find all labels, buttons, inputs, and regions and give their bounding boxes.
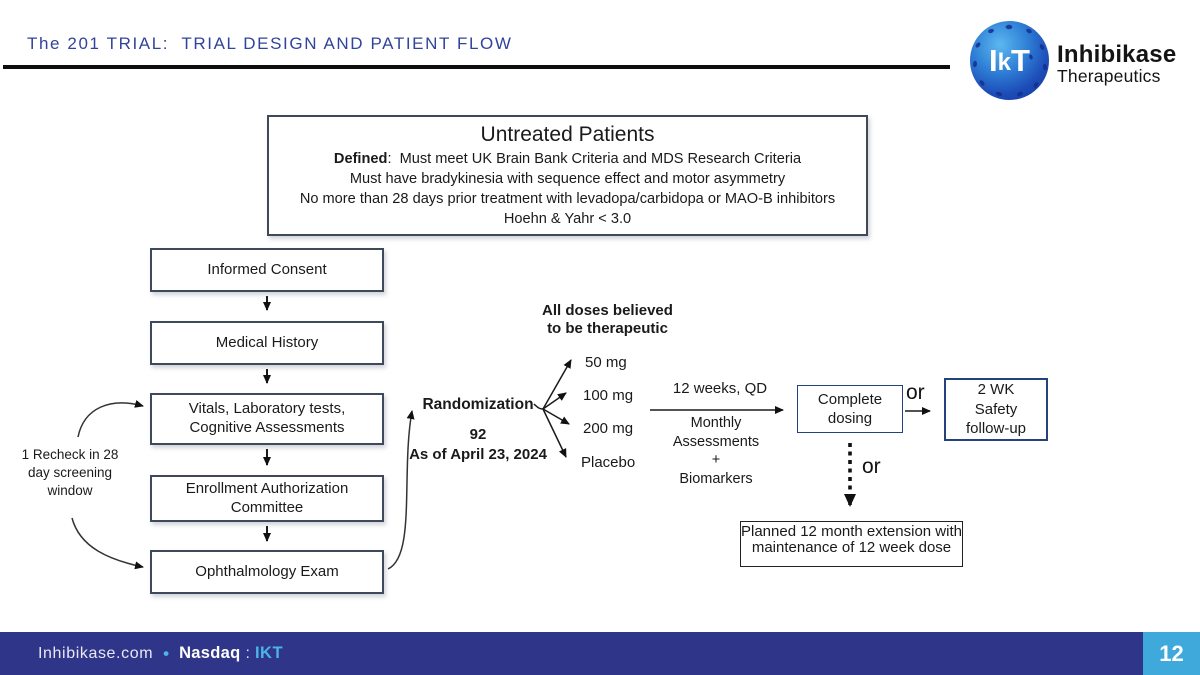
safety-line1: 2 WK xyxy=(977,381,1015,399)
randomization-block: Randomization 92 As of April 23, 2024 xyxy=(398,396,558,463)
monitoring-line1: Monthly Assessments xyxy=(672,415,760,450)
footer-bar: Inhibikase.com • Nasdaq : IKT xyxy=(0,632,1200,675)
logo-letter-k: k xyxy=(997,48,1012,76)
footer-colon: : xyxy=(245,644,250,662)
title-divider xyxy=(3,65,950,69)
company-logo-icon xyxy=(968,19,1051,102)
untreated-line4: Hoehn & Yahr < 3.0 xyxy=(503,210,632,227)
safety-followup-box: 2 WK Safety follow-up xyxy=(944,378,1048,441)
randomization-label: Randomization xyxy=(422,396,534,413)
dose-200mg: 200 mg xyxy=(583,420,634,437)
complete-dosing-box: Complete dosing xyxy=(797,385,903,433)
page-number: 12 xyxy=(1159,640,1184,666)
recheck-note: 1 Recheck in 28 day screening window xyxy=(21,447,119,498)
monitoring-line3: Biomarkers xyxy=(679,470,753,487)
untreated-title: Untreated Patients xyxy=(480,123,655,146)
randomization-count: 92 xyxy=(469,426,487,443)
doses-note-line2: to be therapeutic xyxy=(547,320,668,338)
step-box-enrollment-committee: Enrollment Authorization Committee xyxy=(150,475,384,522)
logo-letter-t: T xyxy=(1011,42,1030,78)
defined-text: : Must meet UK Brain Bank Criteria and M… xyxy=(387,151,802,167)
dose-50mg: 50 mg xyxy=(585,354,627,371)
safety-line2: Safety xyxy=(974,400,1018,418)
logo-letter-i: I xyxy=(989,42,998,78)
company-name-line1: Inhibikase xyxy=(1057,41,1177,68)
defined-label: Defined xyxy=(333,151,388,167)
footer-website-link[interactable]: Inhibikase.com xyxy=(38,644,154,662)
treatment-duration-label: 12 weeks, QD xyxy=(672,380,768,397)
or-label-bottom: or xyxy=(862,455,881,478)
untreated-defined-line: Defined: Must meet UK Brain Bank Criteri… xyxy=(269,150,866,170)
or-label-top: or xyxy=(906,381,925,404)
footer-ticker: IKT xyxy=(254,644,284,662)
page-number-box: 12 xyxy=(1143,632,1200,675)
doses-note: All doses believed to be therapeutic xyxy=(535,302,680,339)
company-name-line2: Therapeutics xyxy=(1057,66,1161,87)
step-box-medical-history: Medical History xyxy=(150,321,384,365)
monitoring-block: Monthly Assessments + Biomarkers xyxy=(658,414,774,488)
monitoring-line2: + xyxy=(711,452,721,469)
dose-placebo: Placebo xyxy=(581,454,636,471)
step-box-informed-consent: Informed Consent xyxy=(150,248,384,292)
untreated-line3: No more than 28 days prior treatment wit… xyxy=(299,190,836,207)
safety-line3: follow-up xyxy=(965,420,1027,438)
doses-note-line1: All doses believed xyxy=(542,302,673,319)
logo-sphere-icon xyxy=(970,21,1049,100)
step-box-ophthalmology-exam: Ophthalmology Exam xyxy=(150,550,384,594)
randomization-asof: As of April 23, 2024 xyxy=(409,446,547,463)
untreated-patients-box: Untreated Patients Defined: Must meet UK… xyxy=(267,115,868,236)
footer-exchange-label: Nasdaq xyxy=(179,644,241,662)
dose-100mg: 100 mg xyxy=(583,387,634,404)
footer-bullet: • xyxy=(163,643,170,663)
untreated-line2: Must have bradykinesia with sequence eff… xyxy=(349,170,786,187)
extension-box: Planned 12 month extension with maintena… xyxy=(740,521,963,567)
page-title: The 201 TRIAL: TRIAL DESIGN AND PATIENT … xyxy=(27,34,513,53)
step-box-vitals-labs: Vitals, Laboratory tests, Cognitive Asse… xyxy=(150,393,384,445)
company-name: Inhibikase Therapeutics xyxy=(1057,42,1176,86)
